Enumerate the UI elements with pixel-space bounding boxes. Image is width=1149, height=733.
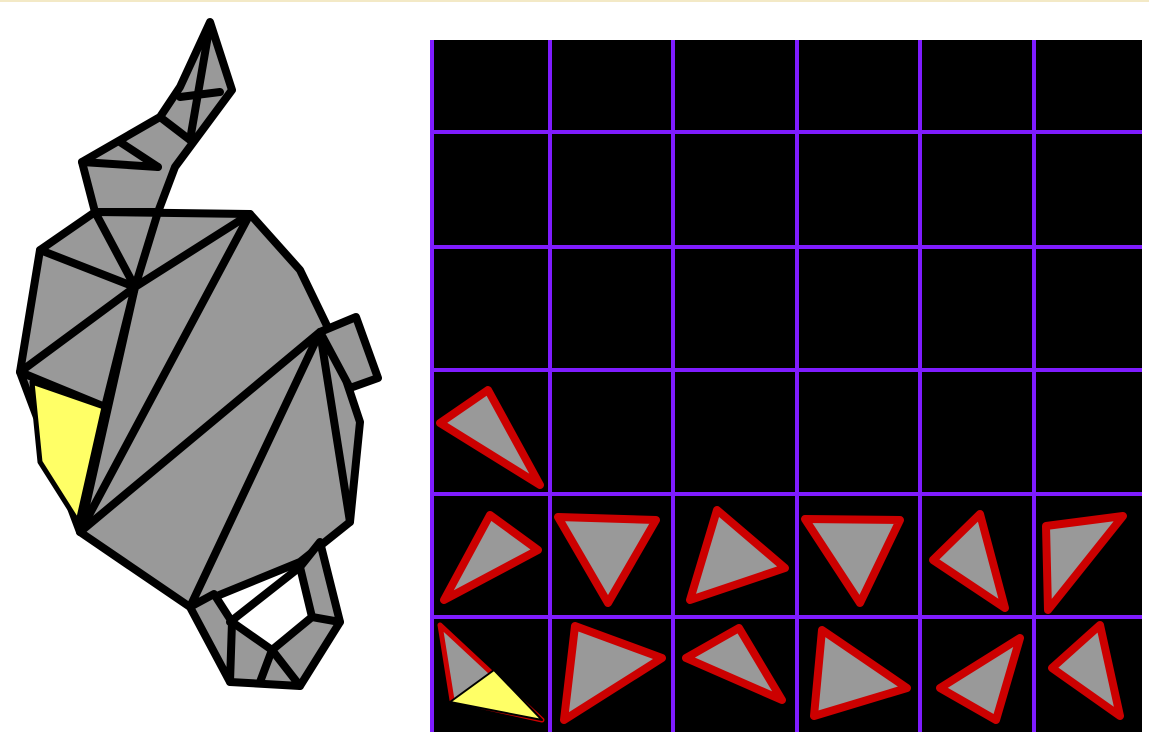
target-teapot-silhouette bbox=[0, 2, 425, 733]
puzzle-piece[interactable] bbox=[805, 519, 900, 603]
piece-board-grid bbox=[430, 40, 1142, 732]
puzzle-piece[interactable] bbox=[1046, 516, 1123, 610]
puzzle-piece[interactable] bbox=[1052, 625, 1120, 716]
puzzle-piece[interactable] bbox=[440, 390, 540, 485]
puzzle-piece[interactable] bbox=[814, 630, 907, 716]
puzzle-piece[interactable] bbox=[690, 510, 785, 600]
highlighted-puzzle-piece[interactable] bbox=[440, 625, 542, 720]
puzzle-piece[interactable] bbox=[564, 626, 662, 720]
puzzle-piece[interactable] bbox=[686, 628, 782, 700]
puzzle-piece[interactable] bbox=[558, 517, 656, 603]
puzzle-piece[interactable] bbox=[933, 514, 1005, 608]
puzzle-piece[interactable] bbox=[444, 515, 538, 600]
puzzle-piece[interactable] bbox=[940, 638, 1020, 720]
